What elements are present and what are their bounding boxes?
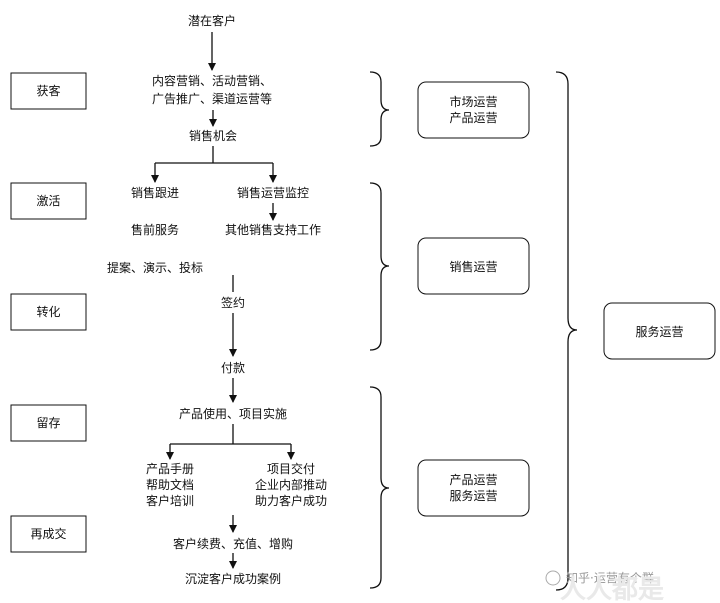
ops-label: 市场运营 [449, 94, 497, 109]
stage-box-acquire: 获客 [10, 72, 87, 110]
node-presales: 售前服务 [131, 222, 179, 237]
node-docs-3: 客户培训 [146, 493, 194, 508]
stage-box-retain: 留存 [10, 404, 87, 442]
stage-label: 留存 [36, 416, 60, 430]
brace-sales [369, 182, 390, 351]
watermark-text: 知乎·运营有个群 [566, 571, 654, 585]
node-renewal: 客户续费、充值、增购 [173, 536, 293, 551]
stage-label: 再成交 [30, 526, 66, 541]
node-potential-customer: 潜在客户 [188, 13, 236, 28]
ops-box-product: 产品运营 服务运营 [417, 459, 530, 517]
stage-label: 获客 [36, 83, 60, 98]
node-docs-1: 产品手册 [146, 462, 194, 476]
node-docs-2: 帮助文档 [146, 477, 194, 492]
node-other-support: 其他销售支持工作 [225, 222, 321, 237]
node-payment: 付款 [221, 361, 245, 375]
flow-connectors [151, 32, 295, 569]
node-delivery-3: 助力客户成功 [255, 493, 327, 508]
node-cases: 沉淀客户成功案例 [185, 571, 281, 586]
ops-box-market: 市场运营 产品运营 [417, 81, 530, 139]
node-acquire-line1: 内容营销、活动营销、 [152, 73, 272, 88]
node-sales-opportunity: 销售机会 [189, 128, 237, 143]
ops-label: 产品运营 [449, 473, 497, 487]
node-sales-followup: 销售跟进 [131, 185, 179, 200]
node-product-use: 产品使用、项目实施 [179, 406, 287, 421]
node-proposal: 提案、演示、投标 [107, 260, 203, 275]
stage-label: 激活 [36, 194, 60, 208]
node-acquire-line2: 广告推广、渠道运营等 [152, 92, 272, 106]
ops-label: 服务运营 [635, 324, 683, 339]
stage-box-repurchase: 再成交 [10, 515, 87, 553]
braces [369, 71, 578, 591]
node-delivery-1: 项目交付 [267, 461, 315, 476]
ops-box-sales: 销售运营 [417, 237, 530, 295]
ops-box-service: 服务运营 [603, 302, 716, 360]
ops-label: 销售运营 [449, 259, 497, 274]
stage-box-activate: 激活 [10, 182, 87, 220]
ops-label: 产品运营 [449, 111, 497, 125]
brace-service [555, 71, 578, 591]
node-delivery-2: 企业内部推动 [255, 477, 327, 492]
node-sales-ops-monitor: 销售运营监控 [237, 185, 309, 200]
stage-box-convert: 转化 [10, 293, 87, 331]
brace-market [369, 71, 390, 147]
stage-label: 转化 [36, 304, 60, 319]
watermark-logo: 人人都是 [560, 575, 664, 603]
brace-product [369, 386, 390, 589]
chat-bubble-icon [545, 570, 561, 586]
node-contract: 签约 [221, 295, 245, 310]
ops-label: 服务运营 [449, 488, 497, 503]
watermark: 知乎·运营有个群 人人都是 [545, 570, 664, 603]
